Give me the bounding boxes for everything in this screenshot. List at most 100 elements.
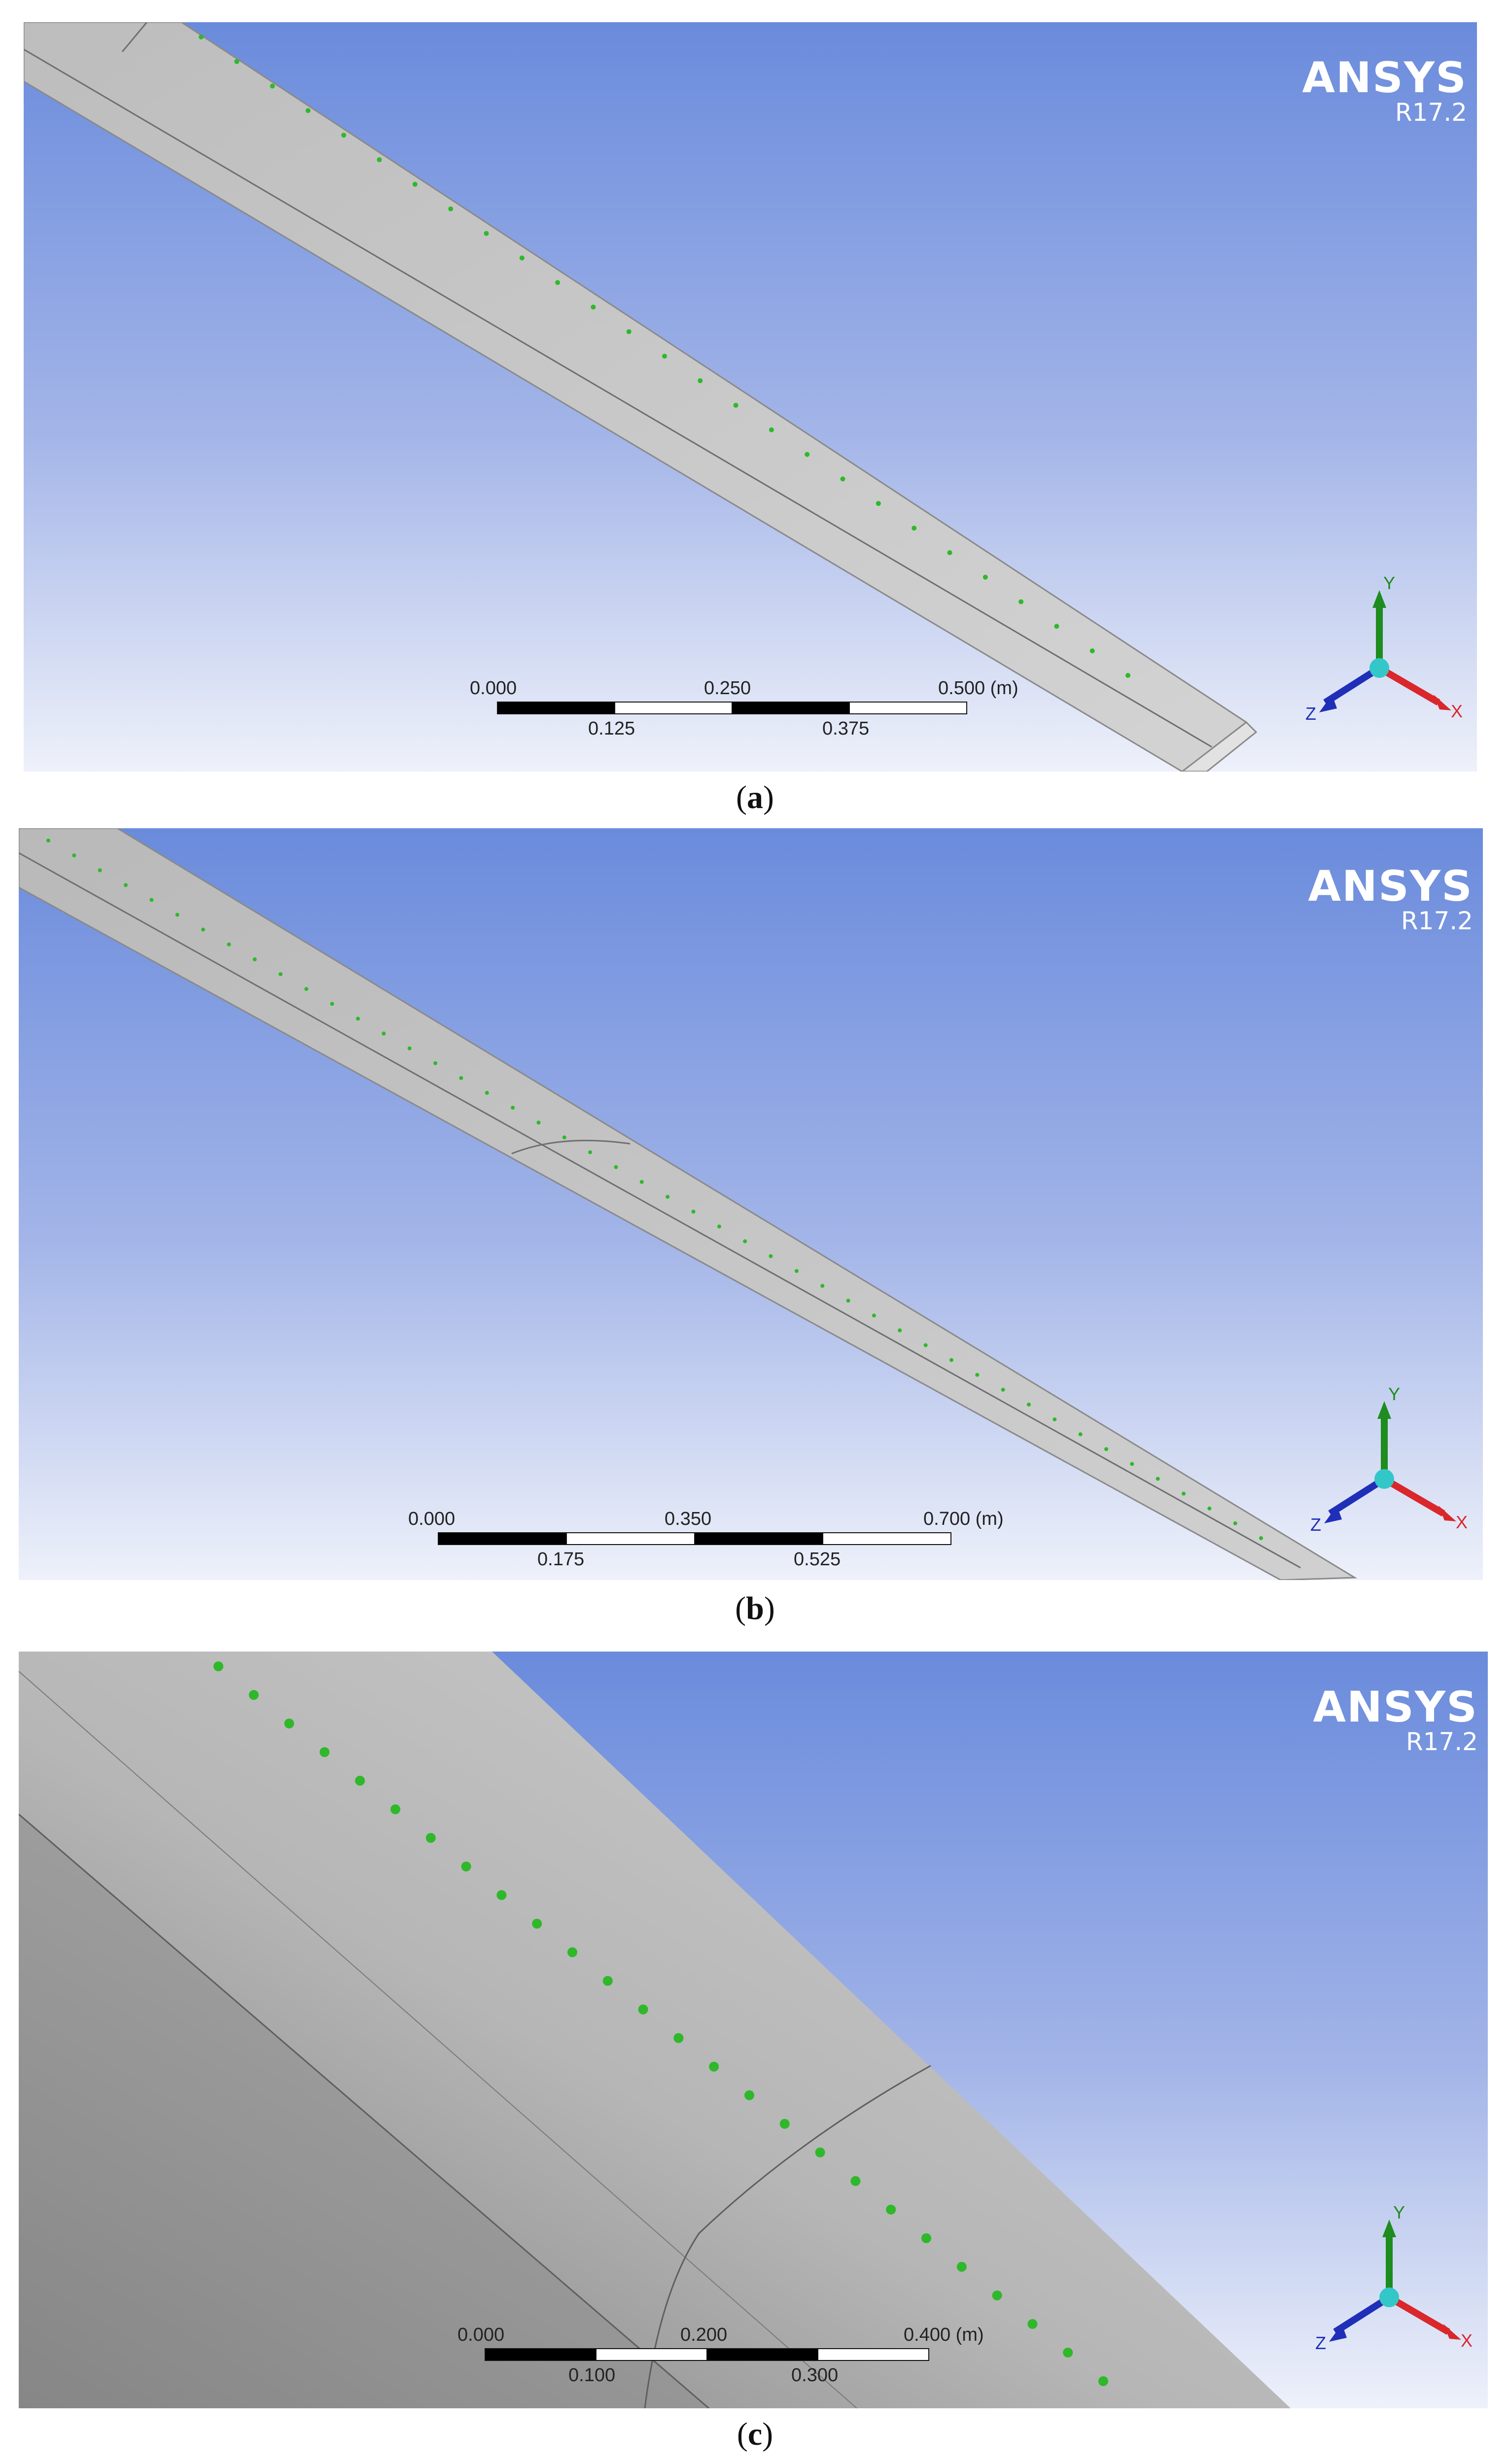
probe-point-icon bbox=[779, 2119, 790, 2129]
probe-point-icon bbox=[912, 526, 917, 531]
probe-point-icon bbox=[227, 942, 231, 947]
probe-point-icon bbox=[252, 957, 257, 961]
probe-point-icon bbox=[234, 59, 240, 64]
viewport-panel-c[interactable]: ANSYS R17.2 0.000 0.200 0.400 (m) 0.100 … bbox=[19, 1652, 1488, 2408]
probe-points bbox=[199, 35, 1130, 678]
wing-edge-line bbox=[19, 1813, 709, 2408]
scale-label-2: 0.200 bbox=[680, 2324, 728, 2345]
probe-point-icon bbox=[588, 1150, 593, 1155]
probe-point-icon bbox=[484, 231, 489, 236]
probe-point-icon bbox=[744, 2090, 754, 2100]
probe-point-icon bbox=[270, 83, 275, 89]
probe-point-icon bbox=[949, 1358, 953, 1362]
probe-point-icon bbox=[390, 1804, 400, 1814]
probe-point-icon bbox=[886, 2205, 896, 2215]
scale-bar: 0.000 0.350 0.700 (m) 0.175 0.525 bbox=[408, 1509, 1074, 1578]
probe-point-icon bbox=[459, 1076, 463, 1080]
probe-point-icon bbox=[923, 1343, 928, 1347]
probe-point-icon bbox=[279, 972, 283, 976]
scale-bar: 0.000 0.250 0.500 (m) 0.125 0.375 bbox=[448, 678, 1039, 747]
viewport-panel-a[interactable]: ANSYS R17.2 0.000 0.250 0.500 (m) 0.125 … bbox=[24, 22, 1477, 772]
probe-point-icon bbox=[496, 1890, 507, 1900]
brand-version: R17.2 bbox=[1395, 98, 1467, 127]
probe-point-icon bbox=[1182, 1491, 1186, 1496]
probe-point-icon bbox=[1018, 599, 1024, 604]
wing-edge-line bbox=[19, 852, 1301, 1569]
probe-point-icon bbox=[532, 1919, 542, 1929]
probe-point-icon bbox=[975, 1373, 980, 1377]
probe-point-icon bbox=[709, 2062, 719, 2072]
scale-bar: 0.000 0.200 0.400 (m) 0.100 0.300 bbox=[457, 2324, 1049, 2394]
probe-point-icon bbox=[175, 913, 179, 917]
scale-label-0: 0.000 bbox=[470, 678, 517, 699]
probe-point-icon bbox=[1001, 1387, 1005, 1392]
probe-point-icon bbox=[519, 255, 525, 261]
probe-point-icon bbox=[983, 574, 988, 580]
scale-label-4: 0.400 (m) bbox=[904, 2324, 984, 2345]
probe-point-icon bbox=[956, 2262, 967, 2272]
wing-contour-line bbox=[19, 1671, 857, 2408]
probe-point-icon bbox=[698, 378, 703, 384]
probe-point-icon bbox=[662, 353, 667, 359]
probe-point-icon bbox=[46, 839, 50, 843]
axis-label-x: X bbox=[1456, 1512, 1468, 1532]
probe-point-icon bbox=[1053, 1417, 1057, 1422]
probe-point-icon bbox=[536, 1121, 541, 1125]
probe-points bbox=[213, 1661, 1108, 2386]
scale-label-3: 0.525 bbox=[794, 1549, 841, 1570]
ansys-logo: ANSYS R17.2 bbox=[1308, 865, 1473, 935]
probe-point-icon bbox=[743, 1239, 747, 1243]
probe-point-icon bbox=[691, 1209, 696, 1214]
wing-seam-line bbox=[511, 1139, 631, 1155]
probe-point-icon bbox=[1233, 1521, 1237, 1525]
probe-point-icon bbox=[1259, 1536, 1263, 1540]
scale-label-4: 0.500 (m) bbox=[938, 678, 1018, 699]
probe-point-icon bbox=[947, 550, 952, 555]
coordinate-triad-icon[interactable]: Y X Z bbox=[1291, 569, 1468, 747]
coordinate-triad-icon[interactable]: Y X Z bbox=[1300, 2199, 1478, 2376]
probe-point-icon bbox=[433, 1061, 438, 1065]
caption-b: (b) bbox=[735, 1590, 775, 1626]
probe-point-icon bbox=[461, 1862, 471, 1871]
probe-point-icon bbox=[284, 1719, 294, 1728]
probe-point-icon bbox=[412, 181, 418, 187]
caption-c: (c) bbox=[737, 2416, 773, 2452]
viewport-panel-b[interactable]: ANSYS R17.2 0.000 0.350 0.700 (m) 0.175 … bbox=[19, 828, 1483, 1580]
coordinate-triad-icon[interactable]: Y X Z bbox=[1296, 1380, 1473, 1558]
probe-point-icon bbox=[562, 1135, 566, 1140]
probe-point-icon bbox=[304, 987, 309, 991]
caption-a: (a) bbox=[736, 779, 774, 815]
brand-name: ANSYS bbox=[1308, 862, 1473, 911]
probe-point-icon bbox=[407, 1046, 412, 1051]
wing-geometry-b bbox=[19, 828, 1358, 1580]
probe-point-icon bbox=[639, 1180, 644, 1184]
axis-label-y: Y bbox=[1388, 1384, 1400, 1404]
caption-letter: b bbox=[746, 1590, 764, 1626]
probe-point-icon bbox=[1078, 1432, 1083, 1437]
brand-name: ANSYS bbox=[1313, 1683, 1478, 1732]
axis-label-z: Z bbox=[1310, 1514, 1321, 1535]
probe-point-icon bbox=[72, 853, 76, 858]
scale-label-2: 0.350 bbox=[665, 1509, 712, 1529]
probe-point-icon bbox=[805, 452, 810, 457]
axis-label-x: X bbox=[1451, 701, 1463, 721]
scale-label-1: 0.175 bbox=[537, 1549, 585, 1570]
probe-points bbox=[46, 839, 1263, 1540]
wing-geometry-a bbox=[24, 22, 1258, 772]
probe-point-icon bbox=[794, 1269, 799, 1273]
scale-label-3: 0.375 bbox=[822, 718, 870, 739]
probe-point-icon bbox=[213, 1661, 223, 1671]
probe-point-icon bbox=[330, 1002, 334, 1006]
caption-letter: a bbox=[747, 779, 763, 815]
probe-point-icon bbox=[1125, 673, 1130, 678]
probe-point-icon bbox=[1054, 624, 1059, 629]
probe-point-icon bbox=[1026, 1403, 1031, 1407]
probe-point-icon bbox=[1130, 1462, 1134, 1466]
probe-point-icon bbox=[876, 501, 881, 506]
probe-point-icon bbox=[1027, 2319, 1038, 2329]
probe-point-icon bbox=[733, 403, 738, 408]
probe-point-icon bbox=[850, 2176, 861, 2186]
probe-point-icon bbox=[1063, 2348, 1073, 2358]
probe-point-icon bbox=[355, 1776, 365, 1786]
probe-point-icon bbox=[341, 133, 347, 138]
